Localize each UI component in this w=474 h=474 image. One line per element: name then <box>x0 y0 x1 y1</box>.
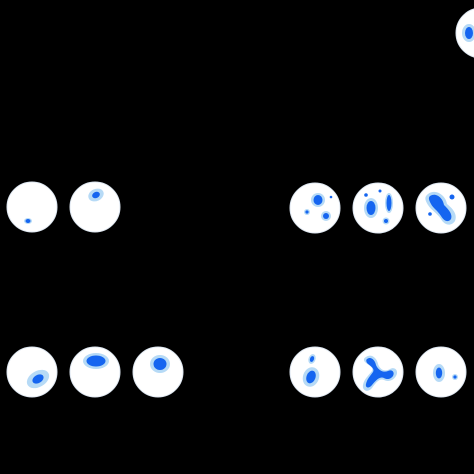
stain-spot <box>378 189 382 193</box>
stain-spot <box>86 355 106 367</box>
stain-spot <box>306 370 316 384</box>
cell-c3 <box>132 346 184 398</box>
stain-spot <box>386 195 392 211</box>
stain-spot <box>453 375 457 379</box>
panel-bottom-left <box>6 346 184 398</box>
stain-spot <box>366 201 376 215</box>
cell-a2 <box>69 181 121 233</box>
stain-spot <box>384 219 388 223</box>
cell-c2 <box>69 346 121 398</box>
cell-c1 <box>6 346 58 398</box>
stain-spot <box>305 210 309 214</box>
stain-spot <box>92 191 100 199</box>
stain-spot <box>32 374 44 384</box>
cell-body <box>6 181 58 233</box>
stain-spot <box>313 195 323 205</box>
cell-body <box>69 181 121 233</box>
stain-spot <box>153 358 167 370</box>
panel-top-left <box>6 181 121 233</box>
cell-body <box>6 346 58 398</box>
stain-spot <box>428 194 452 222</box>
stain-spot <box>364 193 368 197</box>
stain-spot <box>449 194 455 200</box>
panel-bottom-right <box>289 346 467 398</box>
cell-b3 <box>415 182 467 234</box>
stain-spot <box>435 367 443 379</box>
panel-corner <box>455 8 474 58</box>
panel-top-right <box>289 182 467 234</box>
stain-spot <box>323 213 329 219</box>
cell-d2 <box>352 346 404 398</box>
cell-a1 <box>6 181 58 233</box>
cell-d3 <box>415 346 467 398</box>
stain-spot <box>25 219 31 223</box>
stain-spot <box>465 27 473 39</box>
stain-spot <box>365 357 394 388</box>
stain-spot <box>329 195 333 199</box>
cell-body <box>289 182 341 234</box>
cell-b2 <box>352 182 404 234</box>
stain-spot <box>309 356 315 362</box>
stain-spot <box>428 212 432 216</box>
cell-d1 <box>289 346 341 398</box>
cell-e1 <box>455 8 474 58</box>
cell-b1 <box>289 182 341 234</box>
